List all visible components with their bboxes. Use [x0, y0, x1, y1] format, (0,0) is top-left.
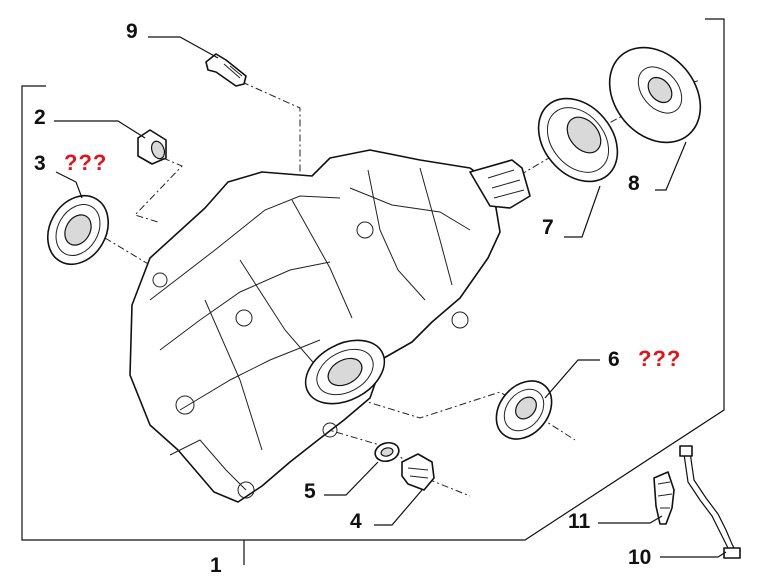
part-cable [679, 445, 741, 559]
callout-6: 6 [608, 348, 620, 371]
part-seal-right [495, 380, 553, 440]
part-washer [374, 441, 400, 463]
callout-8: 8 [628, 172, 640, 195]
callout-4: 4 [350, 510, 362, 533]
part-bushing [137, 129, 167, 165]
callout-3: 3 [34, 152, 46, 175]
leader-lines [54, 36, 727, 558]
callout-11: 11 [568, 510, 591, 533]
part-seal-left [47, 195, 109, 265]
part-seal-large [537, 97, 619, 183]
transfer-case-housing [129, 149, 531, 503]
callout-1: 1 [210, 554, 222, 577]
part-bolt [205, 53, 247, 87]
callout-9: 9 [126, 20, 138, 43]
callout-7: 7 [542, 216, 554, 239]
callout-labels: 9 2 3 1 7 8 6 5 4 11 10 ??? ??? [34, 20, 681, 577]
callout-5: 5 [304, 480, 316, 503]
callout-2: 2 [34, 106, 46, 129]
frame-lines [21, 18, 725, 565]
callout-10: 10 [628, 546, 651, 569]
question-mark-6: ??? [638, 346, 681, 371]
part-shield-disc [608, 46, 702, 144]
part-plug [401, 453, 435, 491]
question-mark-3: ??? [64, 150, 107, 175]
part-sensor [653, 471, 675, 525]
